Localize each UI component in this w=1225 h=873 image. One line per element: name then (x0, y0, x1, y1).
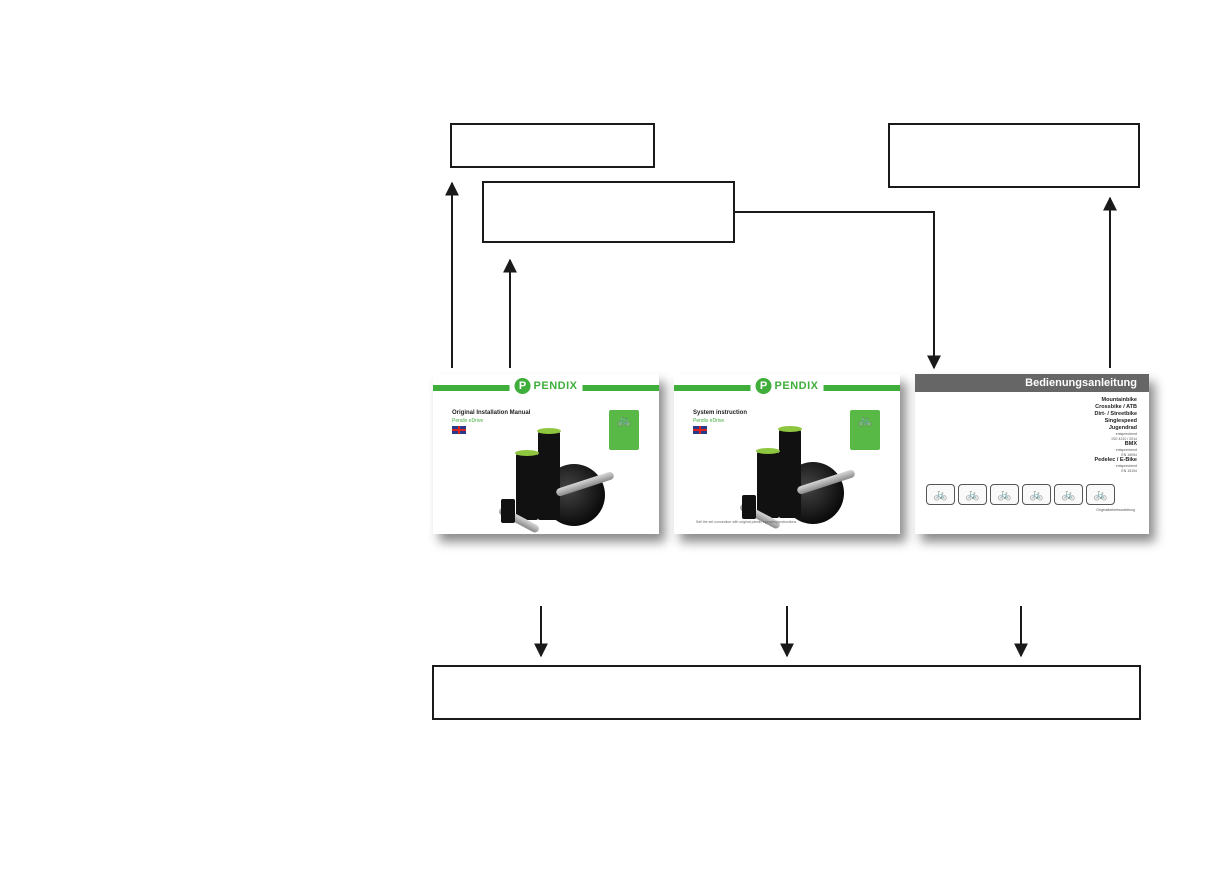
uk-flag-icon (693, 426, 707, 434)
uk-flag-icon (452, 426, 466, 434)
category-line: Mountainbike (1095, 397, 1138, 404)
bedienungsanleitung-cover: Bedienungsanleitung Mountainbike Crossbi… (915, 374, 1149, 534)
pedal (501, 499, 515, 523)
top-left-box (450, 123, 655, 168)
top-middle-box (482, 181, 735, 243)
manual-subtitle: Pendix eDrive (452, 418, 483, 424)
bike-icon: 🚲 (926, 484, 955, 505)
pendix-logo-text: PENDIX (534, 380, 578, 392)
battery-tall (538, 432, 560, 520)
manual-footer: Originalbetriebsanleitung (1096, 508, 1135, 512)
category-line: BMX (1095, 441, 1138, 448)
bike-icon: 🚲 (958, 484, 987, 505)
manual-header: Bedienungsanleitung (915, 374, 1149, 392)
manual-subtitle: Pendix eDrive (693, 418, 724, 424)
motor-illustration (734, 422, 864, 532)
pendix-logo-mark: P (515, 378, 531, 394)
category-line: Singlespeed (1095, 418, 1138, 425)
manual-title: System instruction (693, 410, 747, 416)
category-line: Crossbike / ATB (1095, 404, 1138, 411)
bike-icon: 🚲 (1022, 484, 1051, 505)
bike-category-list: Mountainbike Crossbike / ATB Dirt- / Str… (1095, 397, 1138, 473)
standard-note: EN 15194 (1095, 469, 1138, 474)
pendix-logo-mark: P (756, 378, 772, 394)
pedal (742, 495, 756, 519)
installation-manual-cover: P PENDIX Original Installation Manual Pe… (433, 374, 659, 534)
bottom-box (432, 665, 1141, 720)
arrow-top-middle-to-manual3 (734, 212, 934, 368)
category-line: Pedelec / E-Bike (1095, 457, 1138, 464)
pendix-logo: P PENDIX (751, 378, 824, 394)
bike-icon: 🚲 (990, 484, 1019, 505)
system-instruction-cover: P PENDIX System instruction Pendix eDriv… (674, 374, 900, 534)
battery-short (516, 454, 538, 520)
bike-type-icons: 🚲 🚲 🚲 🚲 🚲 🚲 (926, 484, 1115, 505)
bike-icon: 🚲 (1054, 484, 1083, 505)
bike-icon: 🚲 (1086, 484, 1115, 505)
battery-short (757, 452, 779, 518)
pendix-logo-text: PENDIX (775, 380, 819, 392)
motor-illustration (493, 424, 623, 534)
pendix-logo: P PENDIX (510, 378, 583, 394)
battery-tall (779, 430, 801, 518)
manual-footer: Sell the set connection with original pe… (696, 520, 796, 524)
category-line: Jugendrad (1095, 425, 1138, 432)
top-right-box (888, 123, 1140, 188)
category-line: Dirt- / Streetbike (1095, 411, 1138, 418)
manual-title: Original Installation Manual (452, 410, 530, 416)
